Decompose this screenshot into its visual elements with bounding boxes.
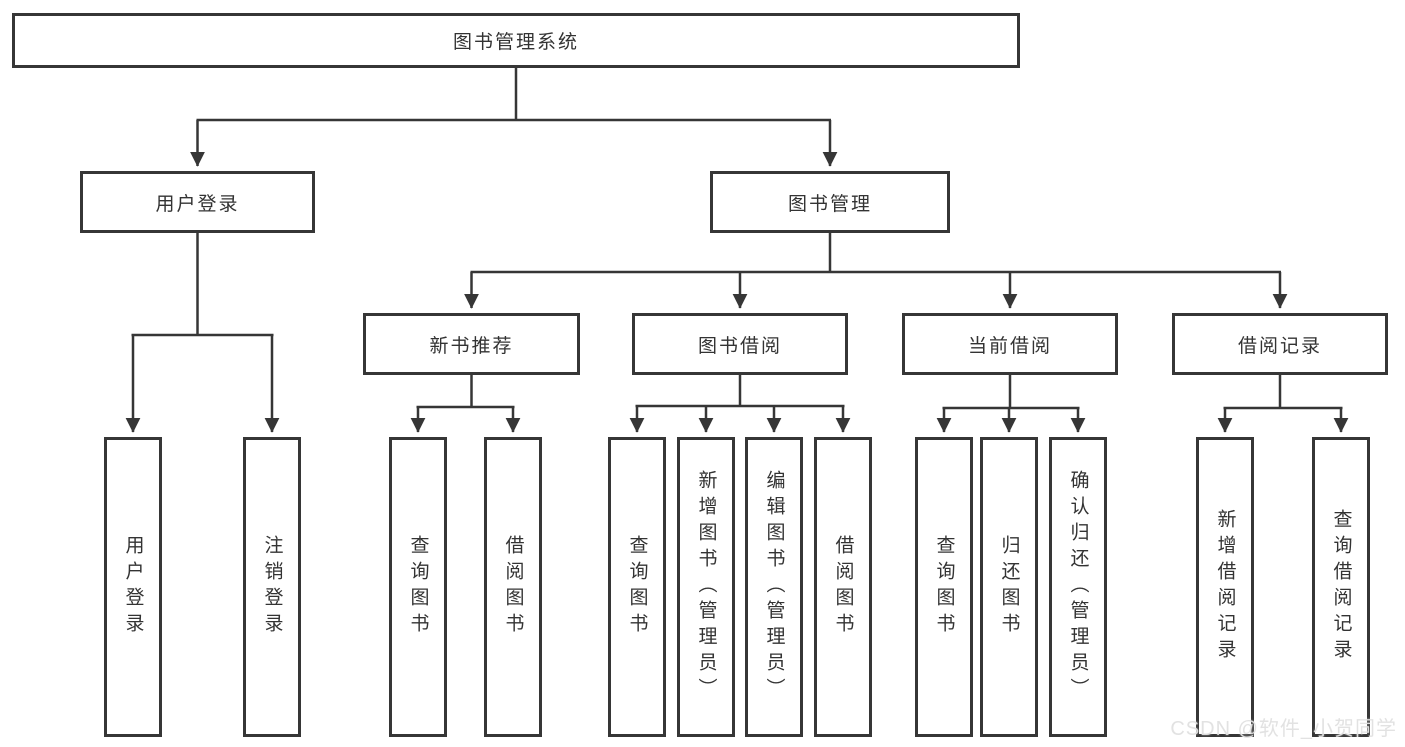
node-book-management-label: 图书管理 — [787, 193, 872, 215]
leaf-borrow-query-book-label: 查询图书 — [626, 535, 648, 639]
leaf-newrec-query-book-label: 查询图书 — [407, 535, 429, 639]
leaf-confirm-return-admin-label: 确认归还（管理员） — [1067, 470, 1089, 704]
leaf-borrow-book: 借阅图书 — [814, 437, 872, 737]
leaf-logout-label: 注销登录 — [261, 535, 283, 639]
leaf-add-book-admin: 新增图书（管理员） — [677, 437, 735, 737]
node-user-login: 用户登录 — [80, 171, 315, 233]
leaf-edit-book-admin: 编辑图书（管理员） — [745, 437, 803, 737]
node-new-book-recommend: 新书推荐 — [363, 313, 580, 375]
node-current-borrow-label: 当前借阅 — [967, 335, 1052, 357]
leaf-user-login-label: 用户登录 — [122, 535, 144, 639]
leaf-borrow-query-book: 查询图书 — [608, 437, 666, 737]
leaf-borrow-book-label: 借阅图书 — [832, 535, 854, 639]
leaf-newrec-query-book: 查询图书 — [389, 437, 447, 737]
leaf-return-book: 归还图书 — [980, 437, 1038, 737]
leaf-current-query-book: 查询图书 — [915, 437, 973, 737]
node-root: 图书管理系统 — [12, 13, 1020, 68]
leaf-logout: 注销登录 — [243, 437, 301, 737]
leaf-current-query-book-label: 查询图书 — [933, 535, 955, 639]
node-book-borrow: 图书借阅 — [632, 313, 848, 375]
leaf-confirm-return-admin: 确认归还（管理员） — [1049, 437, 1107, 737]
node-current-borrow: 当前借阅 — [902, 313, 1118, 375]
leaf-newrec-borrow-book-label: 借阅图书 — [502, 535, 524, 639]
node-book-borrow-label: 图书借阅 — [697, 335, 782, 357]
node-borrow-record-label: 借阅记录 — [1237, 335, 1322, 357]
leaf-newrec-borrow-book: 借阅图书 — [484, 437, 542, 737]
node-new-book-recommend-label: 新书推荐 — [429, 335, 514, 357]
leaf-user-login: 用户登录 — [104, 437, 162, 737]
node-user-login-label: 用户登录 — [155, 193, 240, 215]
node-book-management: 图书管理 — [710, 171, 950, 233]
csdn-watermark: CSDN @软件_小贺同学 — [1170, 718, 1397, 740]
leaf-add-borrow-record-label: 新增借阅记录 — [1214, 509, 1236, 665]
node-borrow-record: 借阅记录 — [1172, 313, 1388, 375]
node-root-label: 图书管理系统 — [452, 32, 579, 53]
leaf-return-book-label: 归还图书 — [998, 535, 1020, 639]
leaf-query-borrow-record-label: 查询借阅记录 — [1330, 509, 1352, 665]
leaf-query-borrow-record: 查询借阅记录 — [1312, 437, 1370, 737]
leaf-edit-book-admin-label: 编辑图书（管理员） — [763, 470, 785, 704]
leaf-add-borrow-record: 新增借阅记录 — [1196, 437, 1254, 737]
leaf-add-book-admin-label: 新增图书（管理员） — [695, 470, 717, 704]
